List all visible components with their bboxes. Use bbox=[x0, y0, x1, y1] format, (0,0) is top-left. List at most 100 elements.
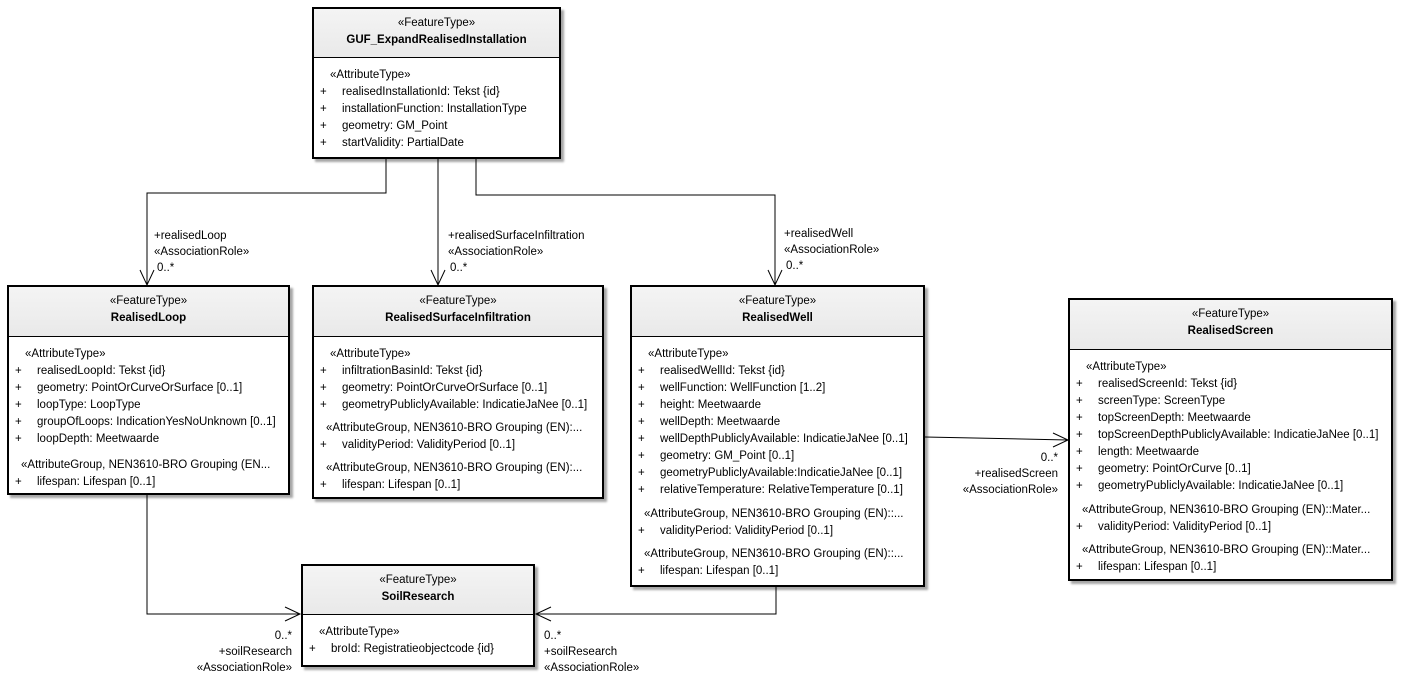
class-name: RealisedLoop bbox=[110, 312, 187, 324]
attribute-row[interactable]: +validityPeriod: ValidityPeriod [0..1] bbox=[320, 439, 516, 451]
attribute-row[interactable]: +realisedInstallationId: Tekst {id} bbox=[320, 86, 500, 98]
class-realised-well[interactable]: «FeatureType» RealisedWell «AttributeTyp… bbox=[630, 285, 925, 587]
role-name: +soilResearch bbox=[218, 646, 292, 658]
attribute-row[interactable]: +lifespan: Lifespan [0..1] bbox=[1076, 561, 1217, 573]
attribute-group-header: «AttributeGroup, NEN3610-BRO Grouping (E… bbox=[326, 422, 583, 434]
edge-label-loop: +realisedLoop «AssociationRole» 0..* bbox=[154, 228, 249, 276]
attribute-row[interactable]: +wellDepthPubliclyAvailable: IndicatieJa… bbox=[638, 433, 908, 445]
class-guf-expand-realised-installation[interactable]: «FeatureType» GUF_ExpandRealisedInstalla… bbox=[312, 7, 561, 159]
attribute-row[interactable]: +geometry: GM_Point bbox=[320, 120, 448, 132]
attribute-row[interactable]: +validityPeriod: ValidityPeriod [0..1] bbox=[1076, 521, 1272, 533]
role-stereotype: «AssociationRole» bbox=[448, 246, 544, 258]
attribute-row[interactable]: +realisedLoopId: Tekst {id} bbox=[15, 365, 166, 377]
attribute-row[interactable]: +broId: Registratieobjectcode {id} bbox=[309, 643, 495, 655]
multiplicity: 0..* bbox=[450, 262, 468, 274]
edge-well-to-soil[interactable] bbox=[536, 587, 777, 615]
role-name: +realisedScreen bbox=[974, 468, 1058, 480]
edge-guf-to-well[interactable] bbox=[475, 159, 776, 285]
class-header: «FeatureType» GUF_ExpandRealisedInstalla… bbox=[314, 9, 559, 58]
edge-guf-to-loop[interactable] bbox=[146, 159, 387, 285]
class-header: «FeatureType» RealisedLoop bbox=[9, 287, 288, 337]
attribute-row[interactable]: +geometryPubliclyAvailable:IndicatieJaNe… bbox=[638, 467, 903, 479]
arrowhead-soil-right bbox=[534, 606, 552, 622]
attribute-row[interactable]: +geometryPubliclyAvailable: IndicatieJaN… bbox=[320, 399, 588, 411]
attribute-row[interactable]: +installationFunction: InstallationType bbox=[320, 103, 527, 115]
attribute-stereotype: «AttributeType» bbox=[25, 348, 106, 360]
attribute-row[interactable]: +infiltrationBasinId: Tekst {id} bbox=[320, 365, 483, 377]
class-header: «FeatureType» SoilResearch bbox=[303, 566, 533, 615]
attribute-row[interactable]: +topScreenDepthPubliclyAvailable: Indica… bbox=[1076, 429, 1379, 441]
edge-well-to-screen[interactable] bbox=[924, 436, 1069, 441]
multiplicity: 0..* bbox=[157, 262, 175, 274]
attribute-row[interactable]: +realisedWellId: Tekst {id} bbox=[638, 365, 785, 377]
role-stereotype: «AssociationRole» bbox=[784, 244, 880, 256]
class-stereotype: «FeatureType» bbox=[738, 295, 817, 307]
class-header: «FeatureType» RealisedWell bbox=[632, 287, 923, 337]
attribute-row[interactable]: +geometry: PointOrCurve [0..1] bbox=[1076, 463, 1251, 475]
attribute-row[interactable]: +loopType: LoopType bbox=[15, 399, 141, 411]
attribute-row[interactable]: +lifespan: Lifespan [0..1] bbox=[638, 565, 779, 577]
edge-label-infil: +realisedSurfaceInfiltration «Associatio… bbox=[448, 228, 584, 276]
edge-label-soil-left: 0..* +soilResearch «AssociationRole» bbox=[180, 628, 292, 676]
class-header: «FeatureType» RealisedSurfaceInfiltratio… bbox=[314, 287, 602, 337]
attribute-row[interactable]: +realisedScreenId: Tekst {id} bbox=[1076, 378, 1238, 390]
attribute-row[interactable]: +validityPeriod: ValidityPeriod [0..1] bbox=[638, 525, 834, 537]
role-name: +soilResearch bbox=[544, 646, 618, 658]
class-name: RealisedWell bbox=[742, 312, 813, 324]
class-stereotype: «FeatureType» bbox=[419, 295, 497, 307]
role-stereotype: «AssociationRole» bbox=[196, 662, 292, 674]
attribute-group-header: «AttributeGroup, NEN3610-BRO Grouping (E… bbox=[644, 548, 904, 560]
multiplicity: 0..* bbox=[544, 630, 562, 642]
attribute-row[interactable]: +lifespan: Lifespan [0..1] bbox=[320, 479, 461, 491]
class-realised-screen[interactable]: «FeatureType» RealisedScreen «AttributeT… bbox=[1068, 298, 1393, 581]
attribute-row[interactable]: +geometry: PointOrCurveOrSurface [0..1] bbox=[320, 382, 548, 394]
attribute-row[interactable]: +groupOfLoops: IndicationYesNoUnknown [0… bbox=[15, 416, 276, 428]
attribute-group-header: «AttributeGroup, NEN3610-BRO Grouping (E… bbox=[1082, 504, 1371, 516]
attribute-row[interactable]: +geometry: PointOrCurveOrSurface [0..1] bbox=[15, 382, 243, 394]
role-stereotype: «AssociationRole» bbox=[544, 662, 640, 674]
class-soil-research[interactable]: «FeatureType» SoilResearch «AttributeTyp… bbox=[301, 564, 535, 667]
attribute-row[interactable]: +startValidity: PartialDate bbox=[320, 137, 464, 149]
role-name: +realisedLoop bbox=[154, 230, 227, 242]
attribute-row[interactable]: +length: Meetwaarde bbox=[1076, 446, 1200, 458]
attribute-stereotype: «AttributeType» bbox=[1086, 361, 1167, 373]
attribute-group-header: «AttributeGroup, NEN3610-BRO Grouping (E… bbox=[1082, 544, 1371, 556]
attribute-row[interactable]: +wellDepth: Meetwaarde bbox=[638, 416, 781, 428]
attribute-row[interactable]: +loopDepth: Meetwaarde bbox=[15, 433, 160, 445]
role-name: +realisedSurfaceInfiltration bbox=[448, 230, 585, 242]
class-name: RealisedSurfaceInfiltration bbox=[385, 312, 531, 324]
edge-label-well: +realisedWell «AssociationRole» 0..* bbox=[784, 226, 879, 274]
attribute-group-header: «AttributeGroup, NEN3610-BRO Grouping (E… bbox=[644, 508, 904, 520]
attribute-group-header: «AttributeGroup, NEN3610-BRO Grouping (E… bbox=[21, 459, 271, 471]
attribute-stereotype: «AttributeType» bbox=[648, 348, 729, 360]
attribute-group-header: «AttributeGroup, NEN3610-BRO Grouping (E… bbox=[326, 462, 583, 474]
role-stereotype: «AssociationRole» bbox=[962, 484, 1058, 496]
role-stereotype: «AssociationRole» bbox=[154, 246, 250, 258]
edge-label-soil-right: 0..* +soilResearch «AssociationRole» bbox=[544, 628, 639, 676]
class-name: SoilResearch bbox=[381, 591, 455, 603]
class-stereotype: «FeatureType» bbox=[379, 574, 457, 586]
edge-label-screen: 0..* +realisedScreen «AssociationRole» bbox=[940, 450, 1058, 498]
multiplicity: 0..* bbox=[274, 630, 292, 642]
attribute-row[interactable]: +lifespan: Lifespan [0..1] bbox=[15, 476, 156, 488]
attribute-row[interactable]: +topScreenDepth: Meetwaarde bbox=[1076, 412, 1251, 424]
attribute-row[interactable]: +wellFunction: WellFunction [1..2] bbox=[638, 382, 826, 394]
attribute-row[interactable]: +height: Meetwaarde bbox=[638, 399, 762, 411]
class-name: GUF_ExpandRealisedInstallation bbox=[346, 34, 527, 46]
attribute-stereotype: «AttributeType» bbox=[319, 626, 400, 638]
attribute-row[interactable]: +screenType: ScreenType bbox=[1076, 395, 1226, 407]
attribute-row[interactable]: +relativeTemperature: RelativeTemperatur… bbox=[638, 484, 903, 496]
attribute-row[interactable]: +geometry: GM_Point [0..1] bbox=[638, 450, 795, 462]
class-realised-loop[interactable]: «FeatureType» RealisedLoop «AttributeTyp… bbox=[7, 285, 290, 495]
class-stereotype: «FeatureType» bbox=[397, 17, 476, 29]
edge-loop-to-soil[interactable] bbox=[146, 495, 300, 615]
attribute-stereotype: «AttributeType» bbox=[330, 69, 411, 81]
class-name: RealisedScreen bbox=[1187, 325, 1274, 337]
class-stereotype: «FeatureType» bbox=[1191, 308, 1270, 320]
multiplicity: 0..* bbox=[786, 260, 804, 272]
attribute-row[interactable]: +geometryPubliclyAvailable: IndicatieJaN… bbox=[1076, 480, 1344, 492]
arrowhead-soil-left bbox=[284, 606, 302, 622]
class-stereotype: «FeatureType» bbox=[109, 295, 188, 307]
class-realised-surface-infiltration[interactable]: «FeatureType» RealisedSurfaceInfiltratio… bbox=[312, 285, 604, 499]
